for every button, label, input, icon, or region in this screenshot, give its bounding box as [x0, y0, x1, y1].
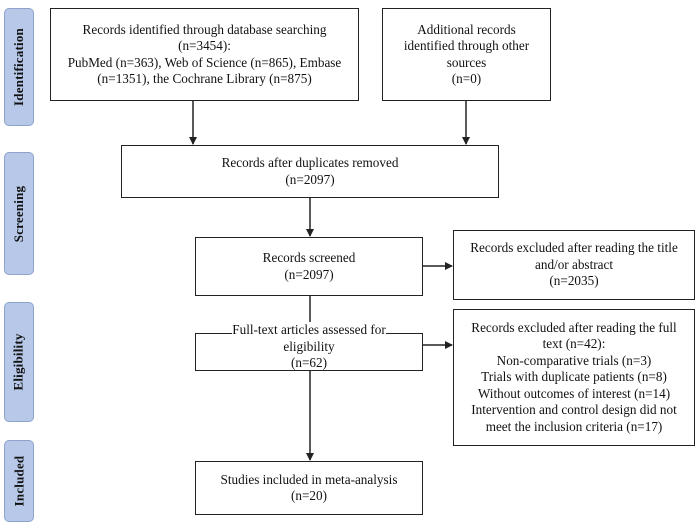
- phase-screening: Screening: [4, 152, 34, 275]
- box-database-line-3: PubMed (n=363), Web of Science (n=865), …: [67, 54, 342, 70]
- box-fulltext-line-1: Full-text articles assessed for: [232, 322, 386, 339]
- box-excluded-fulltext-line-2: text (n=42):: [542, 336, 606, 352]
- box-fulltext-line-2: eligibility: [283, 338, 335, 354]
- box-other-sources: Additional records identified through ot…: [382, 8, 551, 101]
- box-database-line-4: (n=1351), the Cochrane Library (n=875): [97, 71, 312, 86]
- box-fulltext-assessed: Full-text articles assessed for eligibil…: [195, 322, 423, 371]
- box-duplicates-removed: Records after duplicates removed (n=2097…: [121, 145, 499, 198]
- box-fulltext-line-3: (n=62): [290, 355, 327, 370]
- box-excluded-fulltext-line-7: meet the inclusion criteria (n=17): [485, 418, 663, 434]
- phase-eligibility: Eligibility: [4, 302, 34, 422]
- box-excluded-title-line-1: Records excluded after reading the title: [470, 240, 678, 256]
- box-excluded-fulltext-line-4: Trials with duplicate patients (n=8): [481, 369, 667, 385]
- box-excluded-title-line-3: (n=2035): [549, 273, 599, 289]
- box-included-line-2: (n=20): [290, 488, 327, 503]
- box-excluded-fulltext-line-1: Records excluded after reading the full: [471, 319, 677, 335]
- box-duplicates-line-1: Records after duplicates removed: [221, 155, 399, 170]
- box-other-line-2: identified through other: [403, 38, 530, 53]
- phase-included: Included: [4, 440, 34, 522]
- box-other-line-3: sources: [446, 54, 487, 70]
- box-excluded-fulltext: Records excluded after reading the full …: [453, 309, 695, 446]
- box-other-line-4: (n=0): [451, 71, 482, 86]
- box-database-line-1: Records identified through database sear…: [82, 21, 327, 37]
- box-included-line-1: Studies included in meta-analysis: [220, 471, 398, 487]
- box-screened-line-1: Records screened: [262, 250, 356, 265]
- box-database-records: Records identified through database sear…: [50, 8, 359, 101]
- box-duplicates-line-2: (n=2097): [285, 171, 335, 187]
- box-excluded-fulltext-line-3: Non-comparative trials (n=3): [496, 352, 652, 368]
- box-screened-line-2: (n=2097): [284, 266, 334, 282]
- box-excluded-fulltext-line-6: Intervention and control design did not: [471, 402, 677, 418]
- box-excluded-fulltext-line-5: Without outcomes of interest (n=14): [477, 385, 671, 401]
- box-other-line-1: Additional records: [417, 21, 516, 37]
- box-records-screened: Records screened (n=2097): [195, 237, 423, 296]
- box-studies-included: Studies included in meta-analysis (n=20): [195, 461, 423, 515]
- box-excluded-title-abstract: Records excluded after reading the title…: [453, 230, 695, 300]
- phase-identification: Identification: [4, 8, 34, 126]
- box-database-line-2: (n=3454):: [178, 38, 231, 53]
- box-excluded-title-line-2: and/or abstract: [535, 256, 613, 272]
